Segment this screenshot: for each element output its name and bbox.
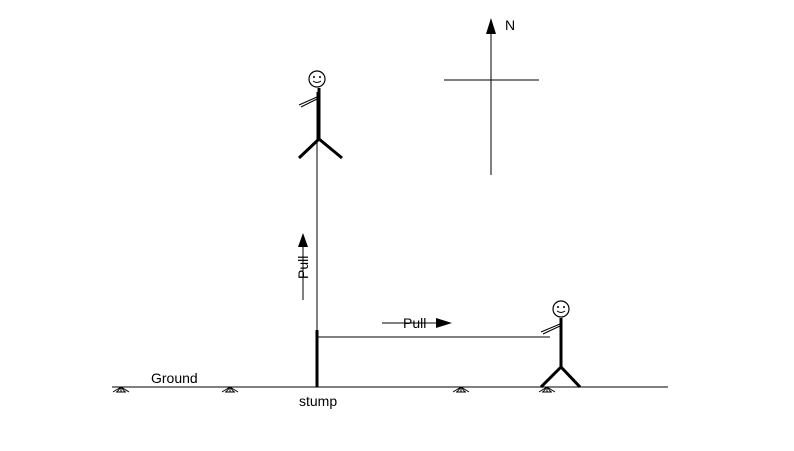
stick-figure-north-icon [297, 70, 343, 160]
pull-north-label: Pull [295, 256, 311, 279]
figure-arm [542, 325, 561, 335]
stick-figure-east-icon [539, 300, 582, 389]
grass-tuft-icon [112, 386, 130, 393]
north-label: N [505, 17, 515, 33]
pull-north-arrowhead-icon [298, 233, 308, 247]
figure-leg-right [318, 137, 343, 160]
pull-north-arrow [298, 233, 308, 300]
face-icon [308, 70, 326, 88]
figure-arm [298, 96, 318, 106]
figure-arm [540, 323, 561, 333]
ground-label: Ground [151, 370, 198, 386]
ground [112, 386, 668, 393]
face-icon [552, 300, 570, 318]
compass [444, 18, 539, 175]
north-arrowhead-icon [486, 18, 496, 34]
figure-arm [300, 98, 318, 108]
stump-label: stump [299, 393, 337, 409]
pull-east-arrow [382, 318, 452, 328]
grass-tuft-icon [452, 386, 470, 393]
pull-east-label: Pull [403, 315, 426, 331]
pull-east-arrowhead-icon [436, 318, 452, 328]
figure-leg-left [297, 137, 321, 160]
figure-leg-left [539, 365, 563, 389]
grass-tuft-icon [538, 386, 556, 393]
figure-leg-right [559, 365, 582, 389]
grass-tuft-icon [221, 386, 239, 393]
